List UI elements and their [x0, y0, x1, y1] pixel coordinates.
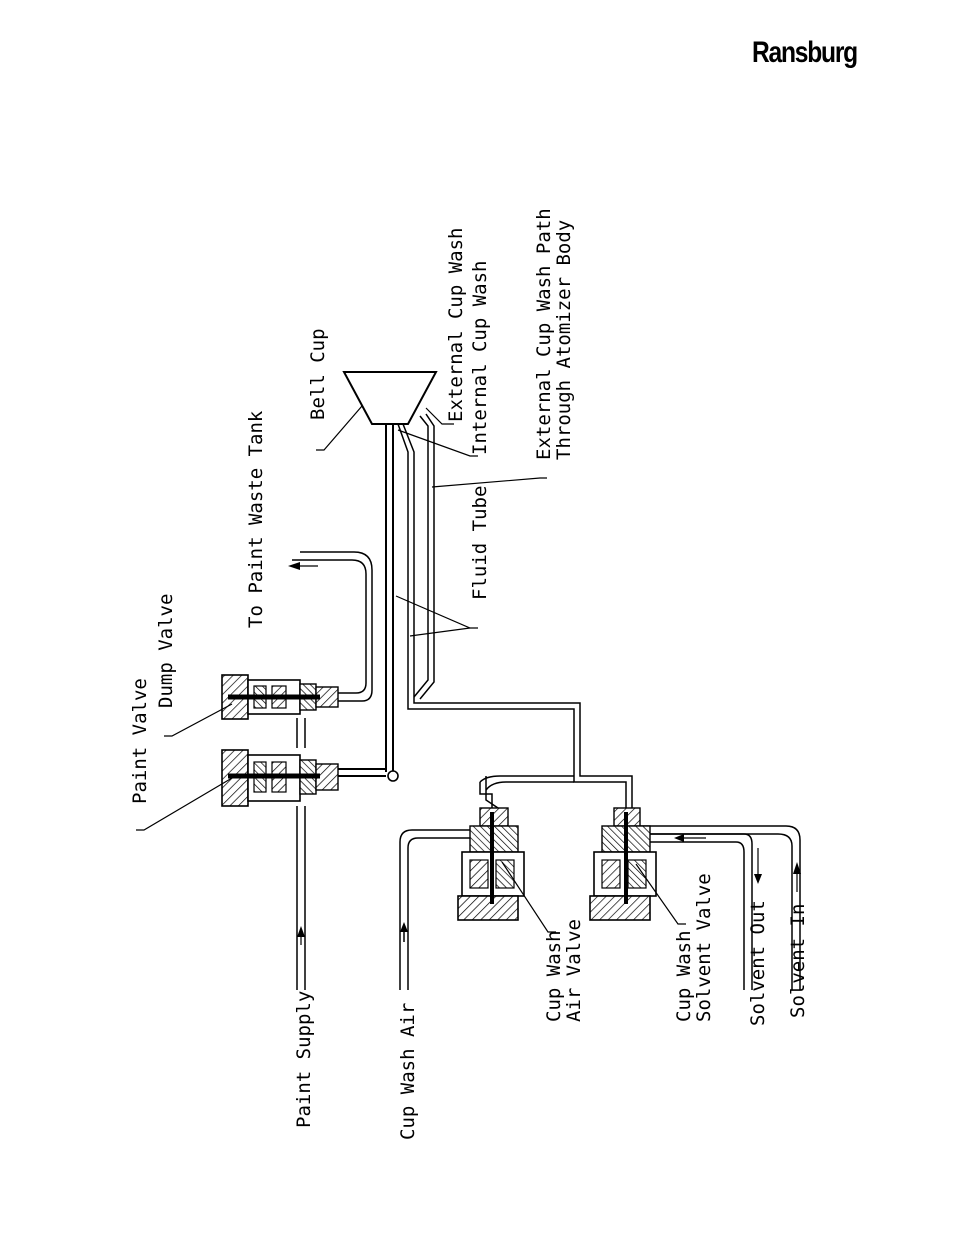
- external-cup-wash-path: [414, 414, 434, 699]
- external-path-label-line1: External Cup Wash Path: [533, 208, 555, 460]
- cup-wash-air-valve: [458, 808, 524, 920]
- bell-cup-label: Bell Cup: [307, 328, 329, 420]
- solvent-out-label: Solvent Out: [747, 900, 769, 1026]
- bell-cup: [344, 372, 436, 424]
- internal-cup-wash-line: [398, 424, 632, 808]
- cup-wash-air-label: Cup Wash Air: [397, 1003, 419, 1140]
- external-path-label-line2: Through Atomizer Body: [553, 220, 575, 460]
- dump-valve: [222, 675, 338, 719]
- cup-wash-solvent-valve-label-line2: Solvent Valve: [693, 873, 715, 1022]
- solvent-in-label: Solvent In: [787, 904, 809, 1018]
- paint-supply-label: Paint Supply: [293, 991, 315, 1128]
- cup-wash-air-valve-label-line2: Air Valve: [563, 919, 585, 1022]
- solvent-tubing: [636, 826, 801, 990]
- fluid-tube: [337, 424, 398, 781]
- waste-line: [288, 552, 372, 701]
- dump-valve-label: Dump Valve: [155, 594, 177, 708]
- fluid-tube-label: Fluid Tube: [469, 486, 491, 600]
- internal-cup-wash-label: Internal Cup Wash: [469, 261, 491, 455]
- cup-wash-solvent-valve-label-line1: Cup Wash: [673, 930, 695, 1022]
- paint-valve: [222, 750, 338, 806]
- to-waste-label: To Paint Waste Tank: [245, 410, 267, 628]
- labels: Bell Cup External Cup Wash Internal Cup …: [129, 208, 809, 1140]
- cup-wash-solvent-valve: [590, 808, 656, 920]
- cup-wash-air-valve-label-line1: Cup Wash: [543, 930, 565, 1022]
- external-cup-wash-label: External Cup Wash: [445, 228, 467, 422]
- paint-valve-label: Paint Valve: [129, 678, 151, 804]
